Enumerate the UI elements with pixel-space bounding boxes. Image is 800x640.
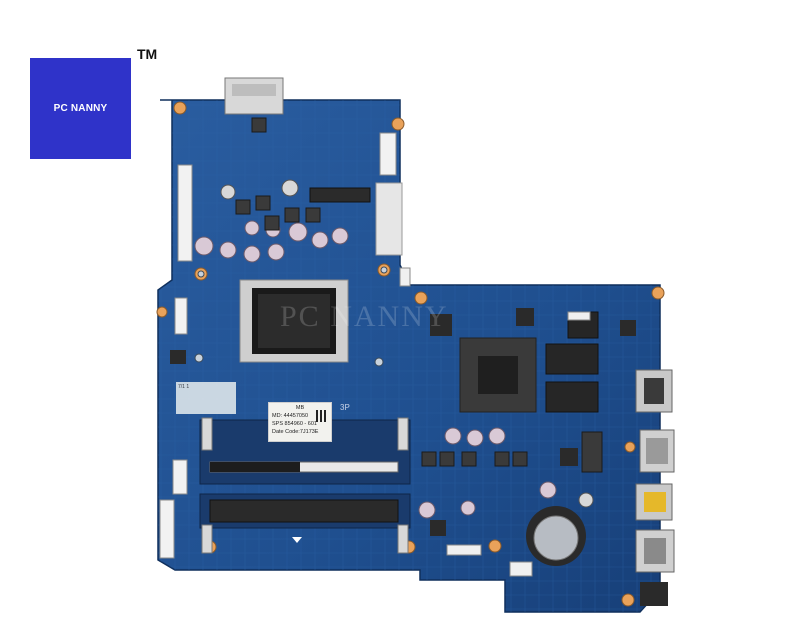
board-label: MB MD: 44457050 SPS 854960 - 601 Date Co… [268,402,332,442]
inductors [235,117,603,473]
capacitors [194,220,557,519]
cmos-battery [526,506,586,566]
gpu-chip [459,337,537,413]
memory-chips [545,311,599,413]
label-line-2: MD: 44457050 [272,413,309,419]
logo-box: PC NANNY [30,58,131,159]
mounting-holes [156,101,665,607]
m2-slot [309,187,371,203]
label-line-1: MB [295,405,305,411]
sticker: 7/1 1 [176,382,236,414]
qr-code-icon [316,410,328,422]
logo-text: PC NANNY [53,103,108,114]
sticker-text: 7/1 1 [178,384,190,390]
cpu-chip [239,279,349,363]
label-line-4: Date Code:7J173E [272,429,319,435]
label-line-3: SPS 854960 - 601 [272,421,317,427]
watermark-text: PC NANNY [280,300,449,333]
flex-connectors [159,132,397,559]
silkscreen-marking: 3P [340,403,350,412]
trademark-symbol: TM [137,46,158,62]
io-ports [635,369,675,606]
